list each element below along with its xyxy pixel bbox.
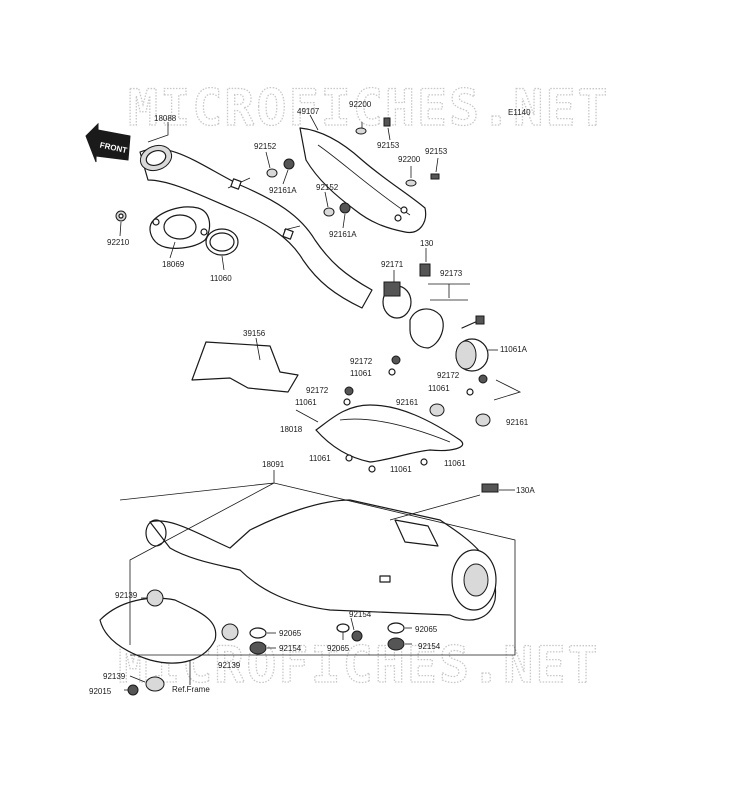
label-92153-a: 92153 [377, 141, 400, 150]
label-92154-c: 92154 [418, 642, 441, 651]
label-92161a-a: 92161A [269, 186, 297, 195]
nut-92210 [115, 210, 127, 222]
label-ref-frame: Ref.Frame [172, 685, 210, 694]
label-130: 130 [420, 239, 434, 248]
label-18088: 18088 [154, 114, 177, 123]
watermark-top: MICROFICHES.NET [128, 79, 610, 137]
label-11061-e: 11061 [390, 465, 412, 474]
label-92171: 92171 [381, 260, 404, 269]
label-11061-d: 11061 [309, 454, 331, 463]
label-e1140: E1140 [508, 108, 531, 117]
lower-hardware [249, 622, 405, 655]
label-92139-b: 92139 [218, 661, 241, 670]
label-92172-c: 92172 [437, 371, 460, 380]
label-92154-b: 92154 [349, 610, 372, 619]
front-arrow-icon: FRONT [85, 122, 131, 163]
label-92139-c: 92139 [103, 672, 126, 681]
label-18018: 18018 [280, 425, 303, 434]
label-18091: 18091 [262, 460, 285, 469]
label-11060: 11060 [210, 274, 232, 283]
ring-11060 [205, 228, 239, 256]
gasket-18069 [149, 206, 211, 249]
label-11061-c: 11061 [428, 384, 450, 393]
part-labels: E1140 18088 49107 92200 92153 92200 9215… [89, 100, 535, 696]
label-92015: 92015 [89, 687, 112, 696]
label-39156: 39156 [243, 329, 266, 338]
label-92154-a: 92154 [279, 644, 302, 653]
label-130a: 130A [516, 486, 535, 495]
label-11061-a: 11061 [350, 369, 372, 378]
cover-hardware [343, 355, 488, 473]
label-92161a-b: 92161A [329, 230, 357, 239]
label-92200-a: 92200 [349, 100, 372, 109]
label-92065-c: 92065 [415, 625, 438, 634]
label-92152-a: 92152 [254, 142, 277, 151]
label-18069: 18069 [162, 260, 185, 269]
header-pipe-18088 [139, 144, 373, 309]
hardware-top [266, 117, 440, 217]
label-92139-a: 92139 [115, 591, 138, 600]
label-11061a-upper: 11061A [500, 345, 528, 354]
label-92153-b: 92153 [425, 147, 448, 156]
leader-lines [119, 114, 522, 691]
cover-18018 [315, 403, 491, 463]
label-92173: 92173 [440, 269, 463, 278]
label-49107: 49107 [297, 107, 320, 116]
label-92172-b: 92172 [306, 386, 329, 395]
label-92065-b: 92065 [327, 644, 350, 653]
clamp-assembly [382, 263, 489, 372]
label-92152-b: 92152 [316, 183, 339, 192]
label-92172-a: 92172 [350, 357, 373, 366]
label-92210: 92210 [107, 238, 130, 247]
label-11061-f: 11061 [444, 459, 466, 468]
label-92161-b: 92161 [506, 418, 529, 427]
label-92161-a: 92161 [396, 398, 419, 407]
bracket-lower-left [99, 589, 239, 696]
plate-39156 [191, 341, 299, 393]
label-92200-b: 92200 [398, 155, 421, 164]
label-92065-a: 92065 [279, 629, 302, 638]
heat-shield-49107 [299, 127, 427, 234]
label-11061-b: 11061 [295, 398, 317, 407]
muffler-18091 [145, 483, 499, 621]
